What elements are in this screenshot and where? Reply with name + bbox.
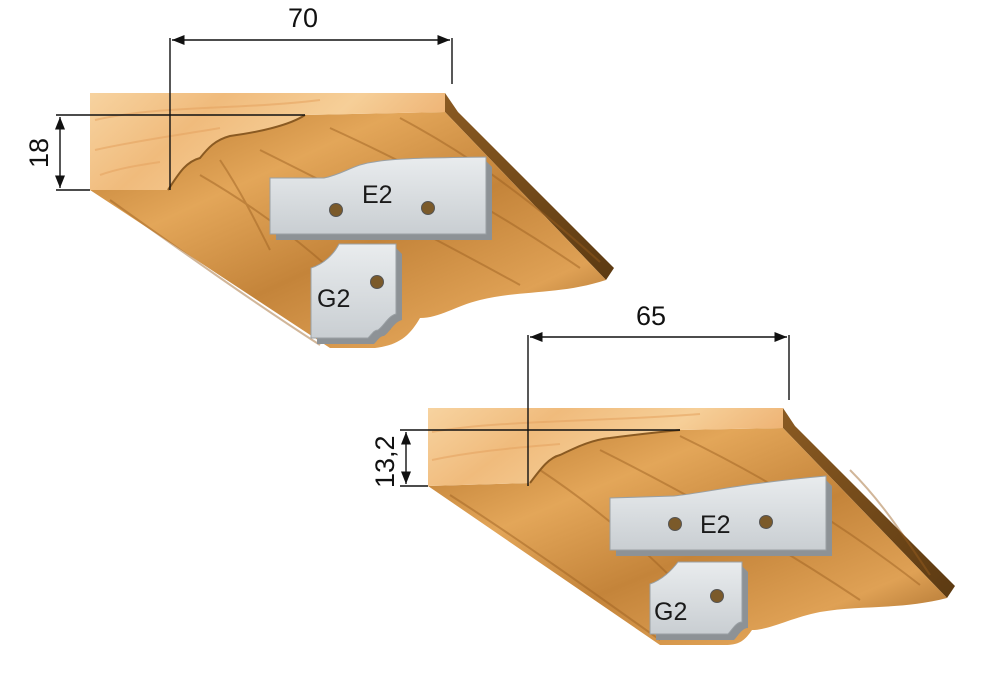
blade-main-label-1: E2 [362,181,393,209]
width-label-2: 65 [636,301,666,331]
blade-main-label-2: E2 [700,511,731,539]
dimension-width-1 [169,34,453,190]
profile-2: E2 G2 65 13,2 [370,301,955,645]
wood-face-2 [428,408,783,486]
blade-bolt-hole [710,589,724,603]
blade-e2-2: E2 [609,475,832,556]
blade-g2-2: G2 [649,561,748,640]
profile-outline-1 [167,114,306,191]
blade-bolt-hole [370,275,384,289]
blade-small-label-2: G2 [654,598,687,626]
blade-g2-1: G2 [310,243,402,344]
wood-edge-2 [783,408,955,598]
profile-1: E2 G2 70 18 [24,3,614,348]
blade-bolt-hole [329,203,343,217]
blade-small-label-1: G2 [317,285,350,313]
face-grain-lines-2 [431,413,701,461]
profile-outline-2 [529,429,681,484]
blade-bolt-hole [421,201,435,215]
blade-bolt-hole [759,515,773,529]
wood-face-1 [90,93,445,190]
blade-e2-1: E2 [269,156,492,240]
width-label-1: 70 [288,3,318,33]
wood-edge-1 [445,93,614,280]
dimension-width-2 [527,331,790,486]
thickness-label-2: 13,2 [370,435,400,488]
blade-bolt-hole [668,517,682,531]
thickness-label-1: 18 [24,138,54,168]
dimension-thickness-1 [54,114,305,191]
dimension-thickness-2 [400,429,680,487]
